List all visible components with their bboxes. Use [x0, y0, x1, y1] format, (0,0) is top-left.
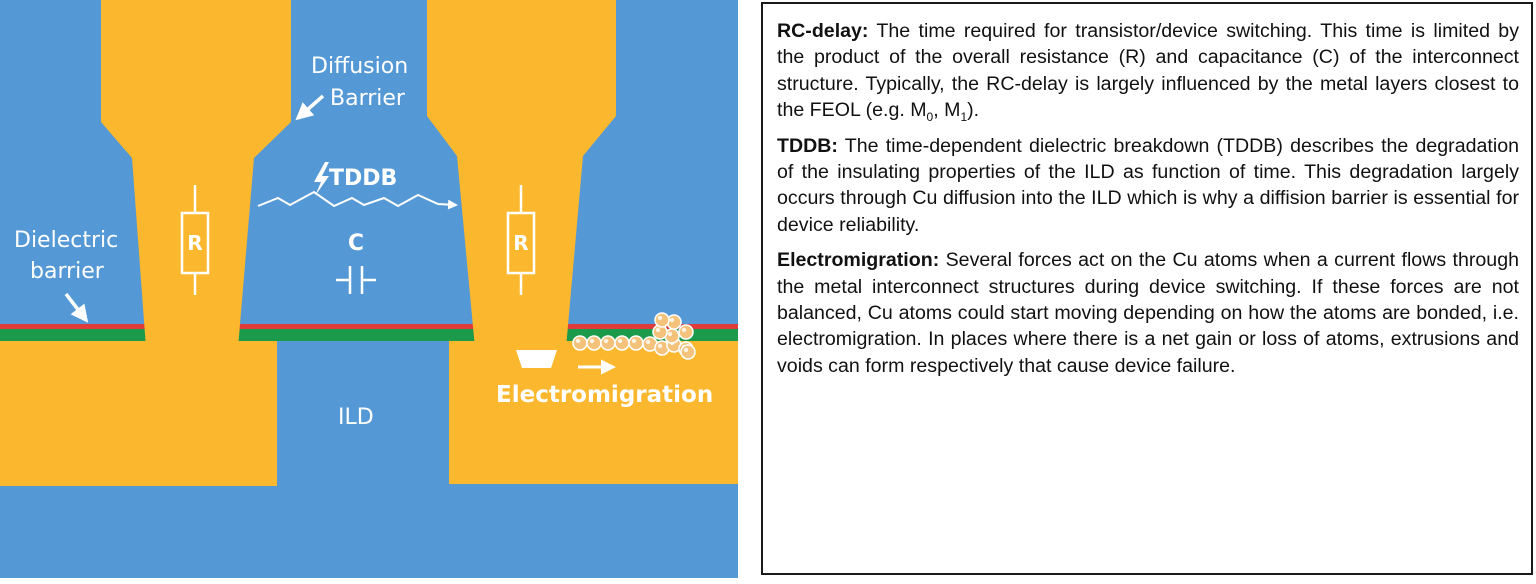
- definitions-panel: RC-delay: The time required for transist…: [761, 2, 1533, 575]
- electromigration-title: Electromigration:: [777, 249, 940, 272]
- cu-atom-highlight: [631, 338, 637, 344]
- cu-atom-highlight: [657, 315, 663, 321]
- cu-atom-highlight: [645, 339, 651, 345]
- resistor-label-left: R: [187, 231, 202, 255]
- cu-atom-highlight: [657, 343, 663, 349]
- tddb-body: The time-dependent dielectric breakdown …: [777, 134, 1519, 236]
- upper-via-left: [101, 0, 291, 348]
- tddb-paragraph: TDDB: The time-dependent dielectric brea…: [777, 133, 1519, 239]
- cu-atom: [614, 335, 630, 351]
- cu-atom-highlight: [655, 327, 661, 333]
- dielectric-barrier-arrow-icon: [64, 292, 89, 323]
- electromigration-paragraph: Electromigration: Several forces act on …: [777, 247, 1519, 379]
- upper-via-right: [427, 0, 616, 348]
- resistor-icon: [180, 185, 210, 295]
- electromigration-body: Several forces act on the Cu atoms when …: [777, 249, 1519, 377]
- cu-atom-highlight: [681, 327, 687, 333]
- cu-atom-highlight: [667, 331, 673, 337]
- cu-atom: [572, 335, 588, 351]
- diffusion-barrier-arrow-icon: [295, 94, 325, 121]
- rc-delay-body: The time required for transistor/device …: [777, 20, 1519, 122]
- cu-atom: [680, 344, 696, 360]
- diffusion-barrier-label-line2: Barrier: [330, 86, 406, 111]
- dielectric-barrier-label-line1: Dielectric: [14, 228, 118, 253]
- cu-atom-highlight: [683, 347, 689, 353]
- ild-label: ILD: [338, 405, 374, 430]
- resistor-icon: [506, 185, 536, 295]
- rc-delay-sub-1: 1: [960, 110, 968, 125]
- tddb-title: TDDB:: [777, 134, 838, 157]
- cu-atom-highlight: [617, 338, 623, 344]
- capacitor-icon: [336, 266, 376, 294]
- rc-delay-title: RC-delay:: [777, 20, 869, 42]
- tddb-arrow-icon: [257, 190, 458, 210]
- resistor-label-right: R: [513, 231, 528, 255]
- rc-delay-sub-0: 0: [926, 110, 934, 125]
- tddb-label: TDDB: [329, 166, 397, 191]
- rc-delay-paragraph: RC-delay: The time required for transist…: [777, 18, 1519, 124]
- cu-atom: [678, 324, 694, 340]
- cu-atom: [586, 335, 602, 351]
- diffusion-barrier-label-line1: Diffusion: [311, 54, 408, 79]
- interconnect-diagram: R R C TDDB Diffusion Barrier Dielectric …: [0, 0, 738, 578]
- lightning-bolt-icon: [314, 162, 329, 196]
- lower-metal-left: [0, 341, 277, 486]
- cu-atom: [628, 335, 644, 351]
- cu-atom: [600, 335, 616, 351]
- cu-atom-highlight: [575, 338, 581, 344]
- electromigration-void: [516, 350, 557, 368]
- cu-atom-highlight: [589, 338, 595, 344]
- dielectric-barrier-label-line2: barrier: [30, 259, 105, 284]
- rc-delay-body-c: ).: [967, 99, 980, 122]
- dielectric-barrier-red: [0, 324, 738, 329]
- rc-delay-body-b: , M: [933, 99, 961, 122]
- cu-atom: [654, 312, 670, 328]
- cu-atom-highlight: [603, 338, 609, 344]
- cu-atom-highlight: [669, 317, 675, 323]
- capacitor-label: C: [348, 231, 364, 256]
- cu-atoms: [572, 312, 696, 360]
- electromigration-label: Electromigration: [496, 382, 713, 408]
- lower-metal-right: [449, 341, 738, 484]
